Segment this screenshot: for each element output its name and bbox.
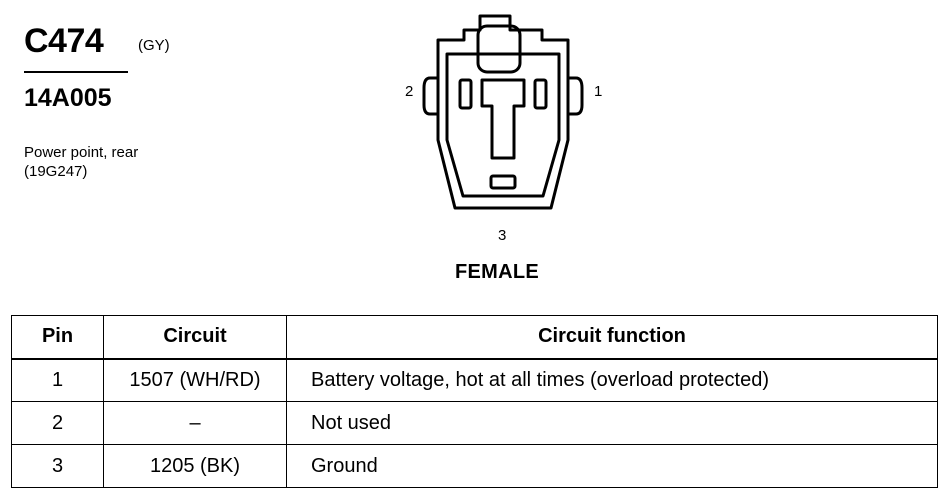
- right-locking-ear: [568, 76, 584, 116]
- connector-latch: [476, 24, 522, 74]
- pin-3-label: 3: [498, 227, 507, 244]
- left-locking-ear: [422, 76, 438, 116]
- connector-id: C474: [24, 22, 104, 60]
- table-row: 1 1507 (WH/RD) Battery voltage, hot at a…: [11, 358, 938, 402]
- connector-housing-outline: [436, 14, 570, 210]
- header-pin: Pin: [11, 315, 104, 360]
- function-cell: Battery voltage, hot at all times (overl…: [286, 358, 938, 402]
- function-cell: Not used: [286, 401, 938, 445]
- description-line-1: Power point, rear: [24, 144, 139, 161]
- pin-1-cavity: [533, 78, 548, 110]
- table-row: 2 – Not used: [11, 401, 938, 445]
- function-cell: Ground: [286, 444, 938, 488]
- wire-color-code: (GY): [138, 37, 170, 54]
- connector-face-diagram: [422, 14, 584, 210]
- header-circuit-function: Circuit function: [286, 315, 938, 360]
- table-header-row: Pin Circuit Circuit function: [11, 315, 938, 360]
- circuit-cell: –: [103, 401, 287, 445]
- connector-inner-frame: [445, 52, 561, 198]
- description-line-2: (19G247): [24, 163, 88, 180]
- pin-cell: 3: [11, 444, 104, 488]
- circuit-cell: 1205 (BK): [103, 444, 287, 488]
- pin-cell: 2: [11, 401, 104, 445]
- part-number: 14A005: [24, 84, 112, 112]
- pin-2-label: 2: [405, 83, 414, 100]
- connector-description: Power point, rear (19G247): [24, 143, 138, 181]
- pin-cell: 1: [11, 358, 104, 402]
- connector-gender: FEMALE: [455, 261, 540, 283]
- circuit-cell: 1507 (WH/RD): [103, 358, 287, 402]
- pin-3-cavity: [489, 174, 517, 190]
- table-row: 3 1205 (BK) Ground: [11, 444, 938, 488]
- pin-1-label: 1: [594, 83, 603, 100]
- center-key-cavity: [480, 78, 526, 160]
- header-circuit: Circuit: [103, 315, 287, 360]
- pinout-table: Pin Circuit Circuit function 1 1507 (WH/…: [11, 315, 938, 488]
- pin-2-cavity: [458, 78, 473, 110]
- title-divider: [24, 71, 128, 73]
